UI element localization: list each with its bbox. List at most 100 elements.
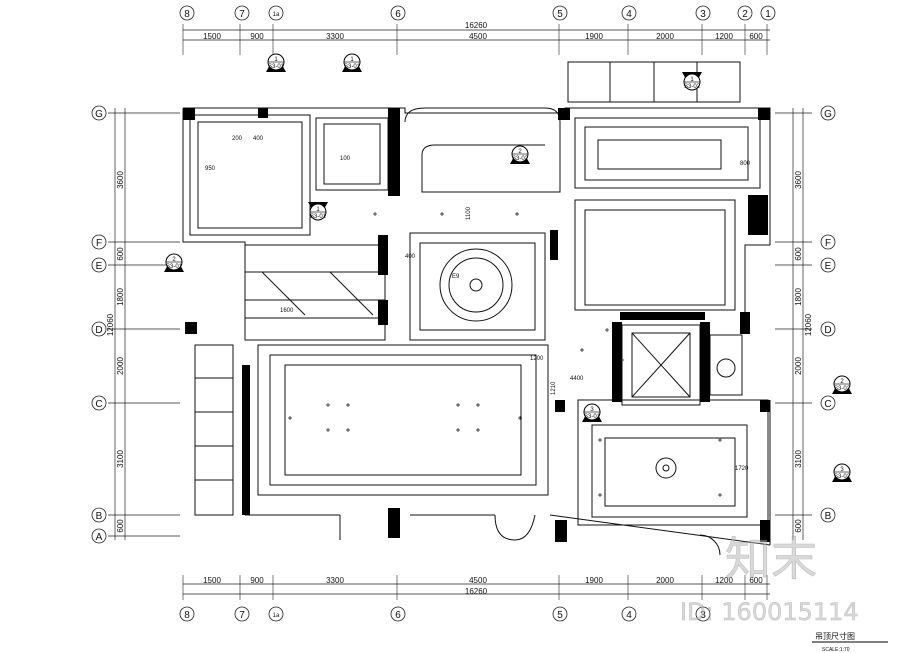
right-grid-bubbles: G F E D C B [820,105,836,523]
room-dimensions: 950 200 400 100 1100 400 1600 1210 4400 … [205,136,751,472]
svg-text:3: 3 [840,467,844,473]
watermark-logo: 知末 [725,532,817,586]
dim-label: 1900 [585,32,603,41]
left-dimension-text: 3600 600 1800 2000 3100 600 12060 [106,171,125,533]
room-dim: 1600 [280,308,294,314]
top-dimension-group [182,24,770,55]
bottom-dimension-text: 1500 900 3300 4500 1900 2000 1200 600 16… [203,576,763,596]
grid-bubble: 1 [760,5,776,21]
svg-text:2000: 2000 [116,357,125,375]
svg-text:1: 1 [765,9,771,20]
dim-label: 2000 [656,32,674,41]
dim-label: 1500 [203,32,221,41]
svg-text:5: 5 [557,610,563,621]
room-dim: 400 [253,136,264,142]
grid-bubble: B [91,507,107,523]
grid-bubble: D [820,321,836,337]
grid-bubble: 2 [737,5,753,21]
svg-text:1800: 1800 [794,288,803,306]
grid-bubble: 4 [621,5,637,21]
svg-text:1: 1 [274,57,278,63]
svg-text:S3-01: S3-01 [584,414,601,420]
dim-label: 600 [749,32,763,41]
svg-text:2: 2 [742,9,748,20]
grid-bubble: 8 [179,606,195,622]
dim-label: 1200 [715,576,733,585]
section-marker: 1 S3-02 [682,72,702,91]
svg-text:3: 3 [590,407,594,413]
svg-text:A: A [96,532,103,543]
dim-label: 4500 [469,32,487,41]
section-marker: 3 S3-01 [582,403,602,422]
room-dim: 950 [205,166,216,172]
svg-text:7: 7 [239,610,245,621]
room-dim: 400 [405,254,416,260]
dim-label: 3300 [326,32,344,41]
svg-text:5: 5 [557,9,563,20]
dim-label: 900 [250,32,264,41]
title-block: 吊顶尺寸图 SCALE:1:70 [812,631,888,653]
section-marker: 3 S3-02 [832,463,852,482]
svg-text:2: 2 [840,379,844,385]
grid-bubble: A [91,528,107,544]
svg-text:600: 600 [116,247,125,261]
dim-label: 1500 [203,576,221,585]
left-grid-bubbles: G F E D C B A [91,105,107,544]
svg-text:C: C [95,399,102,410]
section-marker: 2 S3-01 [164,253,184,272]
svg-text:3600: 3600 [116,171,125,189]
grid-bubble: 8 [179,5,195,21]
grid-bubble: F [820,234,836,250]
section-marker: 2 S3-02 [832,375,852,394]
grid-bubble: 1a [268,606,284,622]
room-dim: 200 [232,136,243,142]
room-dim: 800 [740,161,751,167]
dim-label: 1900 [585,576,603,585]
svg-text:B: B [825,511,832,522]
svg-text:600: 600 [116,519,125,533]
room-dim: 100 [340,156,351,162]
building-outline [182,61,771,556]
dim-label: 900 [250,576,264,585]
drawing-title: 吊顶尺寸图 [815,631,855,641]
section-marker: 1 S3-01 [266,53,286,72]
svg-text:4: 4 [626,610,632,621]
svg-text:S3-02: S3-02 [512,156,529,162]
svg-text:S3-02: S3-02 [684,84,701,90]
grid-bubble: 5 [552,606,568,622]
grid-bubble: B [820,507,836,523]
right-dimension-group [775,108,812,540]
svg-text:S3-01: S3-01 [310,214,327,220]
grid-bubble: C [820,395,836,411]
dim-label: 1200 [715,32,733,41]
svg-text:G: G [95,109,103,120]
svg-text:F: F [96,238,102,249]
grid-extra-label: 1a [273,12,280,18]
svg-text:1800: 1800 [116,288,125,306]
grid-bubble: 1a [268,5,284,21]
grid-bubble: G [91,105,107,121]
svg-text:8: 8 [184,610,190,621]
grid-bubble: C [91,395,107,411]
grid-bubble: 4 [621,606,637,622]
svg-text:1: 1 [350,57,354,63]
svg-text:S3-02: S3-02 [834,474,851,480]
svg-text:1: 1 [316,207,320,213]
room-dim: E9 [452,274,460,280]
svg-text:2000: 2000 [794,357,803,375]
room-dim: 1100 [466,206,472,220]
dim-label: 2000 [656,576,674,585]
svg-text:B: B [96,511,103,522]
svg-text:E: E [825,261,832,272]
section-marker: 1 S3-01 [308,202,328,221]
dim-label: 3300 [326,576,344,585]
grid-bubble: G [820,105,836,121]
svg-text:3: 3 [700,610,706,621]
dim-label: 600 [749,576,763,585]
grid-bubble: 3 [695,5,711,21]
room-dim: 1210 [551,381,557,395]
svg-text:600: 600 [794,519,803,533]
total-width-top: 16260 [465,21,488,30]
svg-text:S3-01: S3-01 [268,64,285,70]
